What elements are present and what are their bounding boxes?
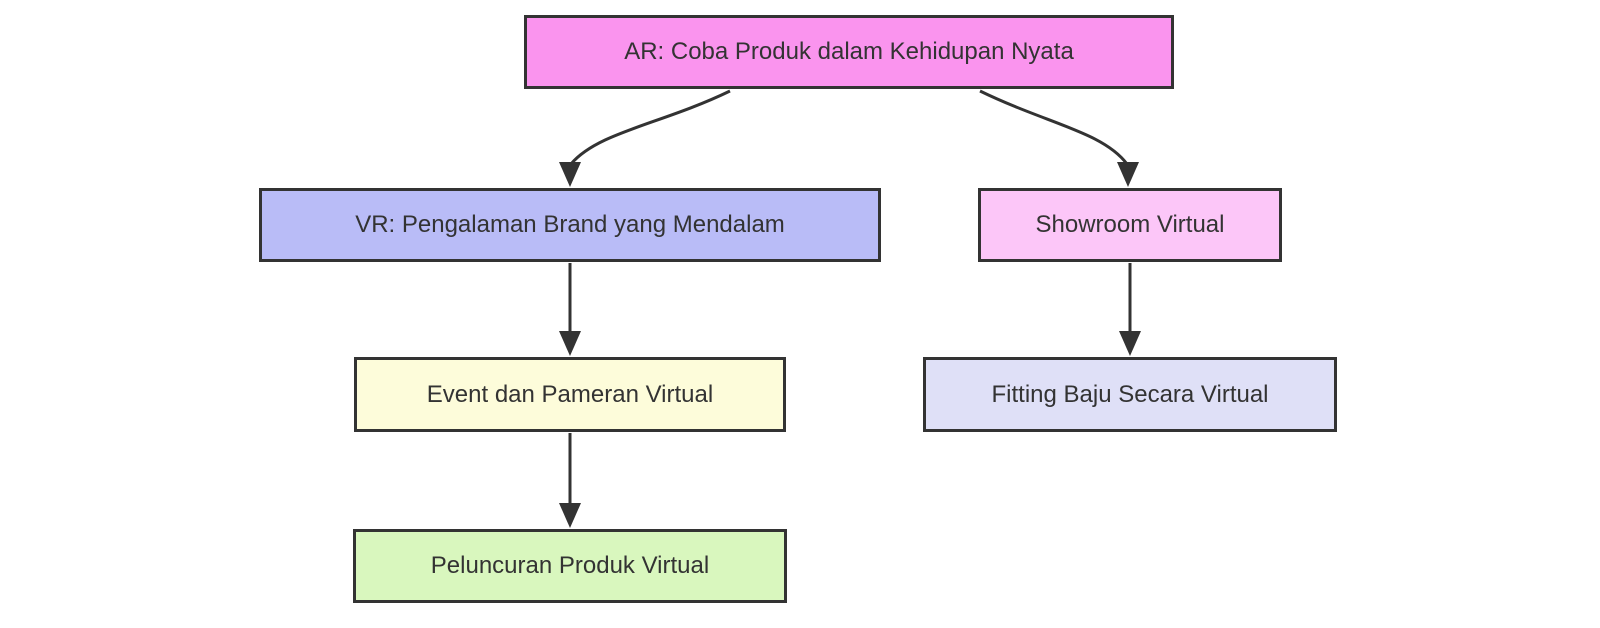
node-label: Event dan Pameran Virtual (426, 380, 714, 408)
node-label: Showroom Virtual (1035, 211, 1225, 238)
node-ar-coba-produk: AR: Coba Produk dalam Kehidupan Nyata (524, 15, 1174, 89)
arrowhead-event-to-peluncuran (559, 503, 581, 528)
node-peluncuran-produk-virtual: Peluncuran Produk Virtual (353, 529, 787, 603)
arrowhead-ar-to-vr (559, 162, 581, 187)
arrowhead-vr-to-event (559, 331, 581, 356)
edge-ar-to-showroom (979, 89, 1129, 165)
node-label: VR: Pengalaman Brand yang Mendalam (355, 211, 785, 238)
arrowhead-showroom-to-fitting (1119, 331, 1141, 356)
node-event-dan-pameran-virtual: Event dan Pameran Virtual (354, 357, 786, 432)
node-label: AR: Coba Produk dalam Kehidupan Nyata (624, 38, 1074, 65)
node-vr-pengalaman-brand: VR: Pengalaman Brand yang Mendalam (259, 188, 881, 262)
edge-ar-to-vr (569, 89, 731, 165)
node-label: Fitting Baju Secara Virtual (991, 380, 1269, 408)
node-showroom-virtual: Showroom Virtual (978, 188, 1282, 262)
node-label: Peluncuran Produk Virtual (430, 552, 710, 579)
node-fitting-baju-secara-virtual: Fitting Baju Secara Virtual (923, 357, 1337, 432)
arrowhead-ar-to-showroom (1117, 162, 1139, 187)
